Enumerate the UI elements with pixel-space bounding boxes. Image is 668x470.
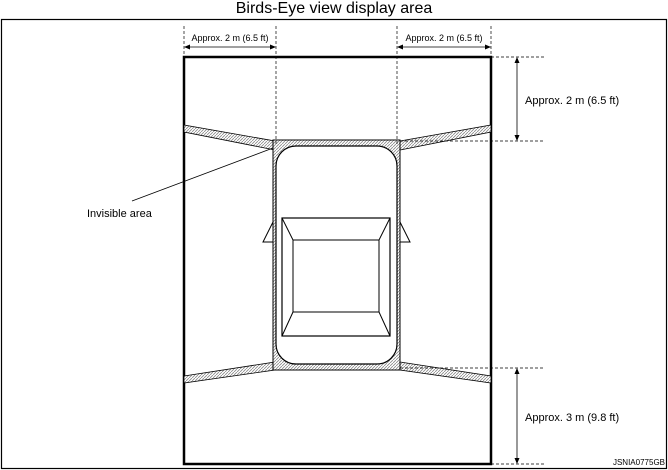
top-left-dimension-label: Approx. 2 m (6.5 ft) [191,33,268,43]
invisible-area-rear-left [183,361,276,384]
diagram-title: Birds-Eye view display area [236,0,433,17]
figure-code: JSNIA0775GB [613,458,665,467]
top-right-dimension-label: Approx. 2 m (6.5 ft) [405,33,482,43]
outer-frame [0,18,668,470]
invisible-area-front-right [399,124,492,151]
vehicle-cabin [281,217,391,337]
invisible-area-rear-right [399,361,492,384]
invisible-area-label: Invisible area [87,208,153,220]
top-right-dimension: Approx. 2 m (6.5 ft) [397,33,491,50]
front-distance-label: Approx. 2 m (6.5 ft) [525,95,619,107]
top-left-dimension: Approx. 2 m (6.5 ft) [184,33,276,50]
left-mirror [262,221,274,243]
rear-distance-dimension: Approx. 3 m (9.8 ft) [514,368,619,464]
rear-distance-label: Approx. 3 m (9.8 ft) [525,412,619,424]
right-mirror [399,221,411,243]
display-area-box [182,55,493,466]
horizontal-extension-lines [400,56,545,465]
vertical-extension-lines [183,26,492,146]
invisible-area-leader-line [131,147,274,202]
front-distance-dimension: Approx. 2 m (6.5 ft) [514,57,619,141]
invisible-area-front-left [183,124,276,151]
